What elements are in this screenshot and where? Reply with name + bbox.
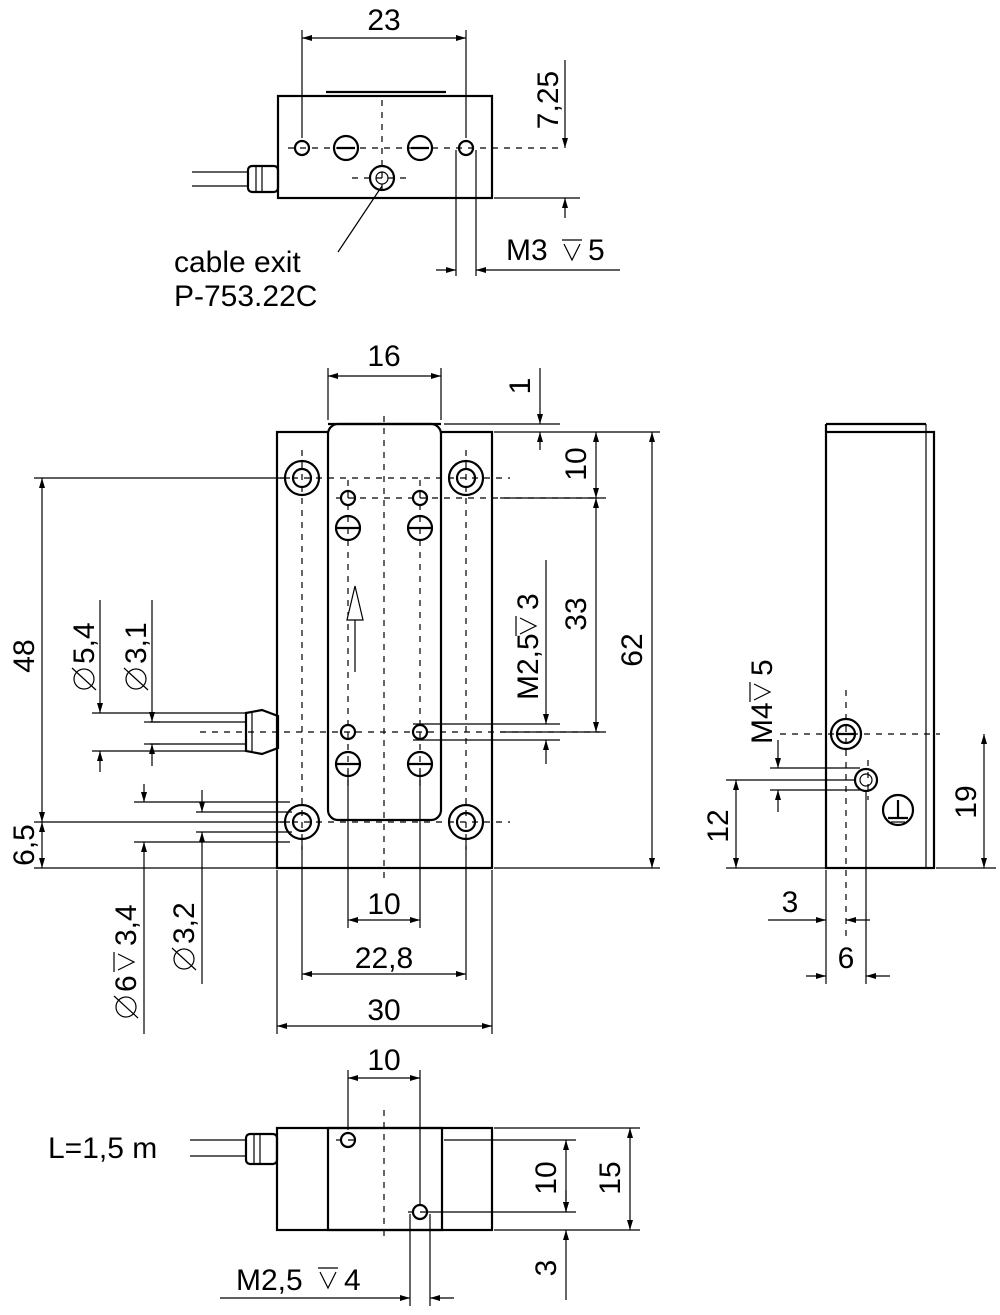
depth-symbol-icon bbox=[113, 952, 136, 972]
side-thread-label: M4 bbox=[746, 702, 779, 744]
front-screw-1 bbox=[334, 514, 362, 542]
front-dim-hole-pitch-v: 48 bbox=[8, 639, 41, 672]
depth-symbol-icon bbox=[562, 239, 582, 262]
front-dim-carriage-width: 16 bbox=[367, 340, 400, 373]
front-dim-hole-pitch-h: 22,8 bbox=[355, 942, 413, 975]
side-dim-12: 12 bbox=[702, 809, 735, 842]
cable-model-label: P-753.22C bbox=[174, 280, 317, 313]
side-small-hole bbox=[853, 767, 879, 793]
front-view: 16 1 10 33 62 M2,5 3 bbox=[8, 340, 660, 1034]
bottom-dim-inner: 10 bbox=[530, 1161, 563, 1194]
front-cable bbox=[150, 708, 280, 756]
bottom-view: L=1,5 m 10 10 15 3 M2,5 4 bbox=[48, 1044, 640, 1306]
front-screw-2 bbox=[406, 514, 434, 542]
bottom-cable bbox=[190, 1132, 279, 1166]
top-thread-label: M3 bbox=[506, 234, 548, 267]
side-view: M4 5 12 19 3 6 bbox=[702, 422, 996, 984]
side-body-outline bbox=[824, 430, 936, 870]
front-dia-cable-inner-callout: 3,1 bbox=[120, 622, 153, 691]
bottom-dim-offset: 3 bbox=[530, 1260, 563, 1277]
diameter-symbol-icon bbox=[171, 947, 197, 971]
front-dia-counterbore: 6 bbox=[110, 975, 143, 992]
front-dia-hole: 3,2 bbox=[168, 902, 201, 944]
top-thread-depth: 5 bbox=[588, 234, 605, 267]
counterbore-hole-tr bbox=[447, 459, 485, 497]
front-dim-top-offset: 1 bbox=[504, 378, 537, 395]
thread-hole-4 bbox=[411, 723, 429, 741]
front-dia-counterbore-depth: 3,4 bbox=[110, 904, 143, 946]
front-dim-base-width: 30 bbox=[367, 994, 400, 1027]
front-thread-callout: M2,5 3 bbox=[512, 593, 545, 700]
top-view: 23 7,25 M3 5 cable exit P-753.22C bbox=[174, 4, 620, 313]
bottom-dim-height: 15 bbox=[594, 1161, 627, 1194]
front-dia-cable-outer: 5,4 bbox=[68, 622, 101, 664]
top-body-outline bbox=[276, 94, 494, 200]
bottom-carriage-outline bbox=[326, 1126, 444, 1232]
depth-symbol-icon bbox=[318, 1267, 338, 1290]
side-dim-3: 3 bbox=[782, 886, 799, 919]
diameter-symbol-icon bbox=[71, 667, 97, 691]
bottom-hole-2 bbox=[411, 1203, 429, 1221]
front-dim-inner-spacing: 10 bbox=[367, 888, 400, 921]
front-dim-upper: 10 bbox=[560, 447, 593, 480]
bottom-hole-1 bbox=[339, 1131, 357, 1149]
front-dia-hole-callout: 3,2 bbox=[168, 902, 201, 971]
bottom-thread-depth: 4 bbox=[344, 1264, 361, 1297]
front-dia-cable-outer-callout: 5,4 bbox=[68, 622, 101, 691]
depth-symbol-icon bbox=[515, 616, 538, 636]
front-dim-bottom-offset: 6,5 bbox=[8, 824, 41, 866]
side-thread-callout: M4 5 bbox=[746, 659, 779, 744]
top-dim-height: 7,25 bbox=[532, 71, 565, 129]
side-thread-depth: 5 bbox=[746, 659, 779, 676]
front-dia-cable-inner: 3,1 bbox=[120, 622, 153, 664]
side-dim-19: 19 bbox=[950, 785, 983, 818]
top-cable bbox=[192, 164, 280, 194]
top-mount-hole-left bbox=[293, 139, 311, 157]
thread-hole-3 bbox=[339, 723, 357, 741]
cable-exit-label: cable exit bbox=[174, 246, 301, 279]
front-thread-label: M2,5 bbox=[512, 633, 545, 700]
bottom-thread-label: M2,5 bbox=[236, 1264, 303, 1297]
front-dim-mid: 33 bbox=[560, 597, 593, 630]
front-dim-total-height: 62 bbox=[616, 633, 649, 666]
front-thread-depth: 3 bbox=[512, 593, 545, 610]
ground-symbol-icon bbox=[881, 793, 915, 827]
diameter-symbol-icon bbox=[113, 995, 139, 1019]
diameter-symbol-icon bbox=[123, 667, 149, 691]
cable-length-label: L=1,5 m bbox=[48, 1132, 157, 1165]
top-dim-width: 23 bbox=[367, 4, 400, 37]
bottom-dim-spacing: 10 bbox=[367, 1044, 400, 1077]
side-m4-hole bbox=[829, 717, 863, 751]
depth-symbol-icon bbox=[749, 682, 772, 702]
front-counterbore-callout: 6 3,4 bbox=[110, 904, 143, 1019]
motion-arrow-icon bbox=[346, 585, 364, 672]
counterbore-hole-br bbox=[447, 803, 485, 841]
side-dim-6: 6 bbox=[838, 942, 855, 975]
bottom-base-outline bbox=[275, 1126, 494, 1232]
